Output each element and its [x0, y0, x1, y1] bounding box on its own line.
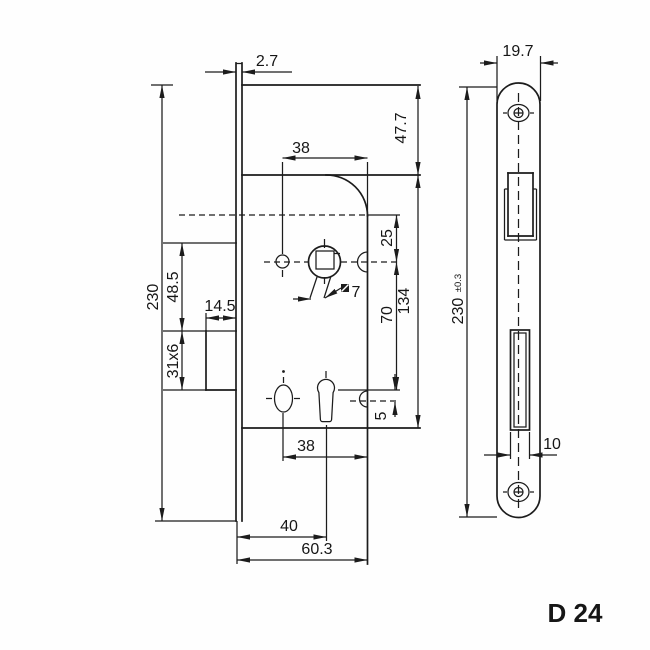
- dim-backset: 40: [237, 518, 327, 540]
- dim-spindle-to-keyhole: 70: [379, 262, 400, 390]
- dim-top-section-height: 47.7: [393, 86, 421, 175]
- dim-label: 230: [145, 284, 162, 311]
- dim-faceplate-width: 19.7: [480, 43, 558, 101]
- dim-label: 25: [379, 229, 396, 247]
- dim-label: 19.7: [502, 43, 533, 60]
- dim-case-height: 134: [396, 175, 421, 428]
- deadbolt-front: [509, 329, 531, 431]
- case-notch-upper: [356, 251, 368, 273]
- dim-label: 48.5: [165, 271, 182, 302]
- spindle-square-hole: [315, 250, 335, 270]
- dim-label: 2.7: [256, 53, 278, 70]
- dim-faceplate-height-left: 230: [145, 84, 237, 522]
- dim-label: 40: [280, 518, 298, 535]
- dim-label: 14.5: [204, 298, 235, 315]
- case-corner-arc: [325, 174, 369, 217]
- fixing-hole-lower: [266, 370, 301, 461]
- dim-faceplate-thickness: 2.7: [205, 53, 292, 75]
- dim-label: 10: [543, 436, 561, 453]
- dim-label: 134: [396, 288, 413, 315]
- side-view: 2.7 47.7 38 25 7 134: [145, 53, 421, 565]
- dim-label: 38: [292, 140, 310, 157]
- keyhole: [316, 371, 400, 541]
- latch-bolt-front: [503, 172, 538, 241]
- dim-label: 7: [352, 284, 361, 301]
- screw-hole-top: [503, 103, 534, 123]
- faceplate-edge: [235, 62, 243, 564]
- lock-case-outline: [241, 84, 421, 565]
- dim-keyhole-offset: 5: [373, 374, 398, 420]
- dim-bolt-cross-section: 31x6: [163, 331, 206, 391]
- dim-label: 230: [450, 298, 467, 325]
- model-label: D 24: [548, 598, 603, 628]
- dim-faceplate-height-right: 230 ±0.3: [450, 86, 497, 518]
- dim-deadbolt-width: 10: [484, 432, 561, 459]
- dim-label: 60.3: [301, 541, 332, 558]
- follower-wedge-left: [309, 276, 318, 299]
- dim-label: 47.7: [393, 112, 410, 143]
- dim-spindle-square: 7: [293, 284, 361, 302]
- dim-label: 5: [373, 411, 390, 420]
- dim-ref-to-spindle: 25: [379, 215, 400, 262]
- dim-label: 70: [379, 306, 396, 324]
- fixing-hole-upper: [264, 254, 308, 277]
- faceplate-front-outline: [496, 82, 541, 519]
- dim-total-depth: 60.3: [237, 541, 368, 563]
- front-view: 19.7 230 ±0.3 10: [450, 43, 561, 519]
- dim-label: 31x6: [165, 344, 182, 379]
- dim-hole-span-top: 38: [281, 140, 369, 254]
- case-notch-lower: [358, 390, 368, 408]
- dim-bolt-throw: 14.5: [204, 298, 236, 331]
- tolerance-label: ±0.3: [453, 274, 464, 292]
- screw-hole-bottom: [503, 481, 534, 503]
- deadbolt-side-profile: [205, 330, 237, 391]
- dim-upper-edge-to-bolt: 48.5: [163, 242, 237, 332]
- dim-hole-span-bottom: 38: [283, 438, 368, 460]
- dim-label: 38: [297, 438, 315, 455]
